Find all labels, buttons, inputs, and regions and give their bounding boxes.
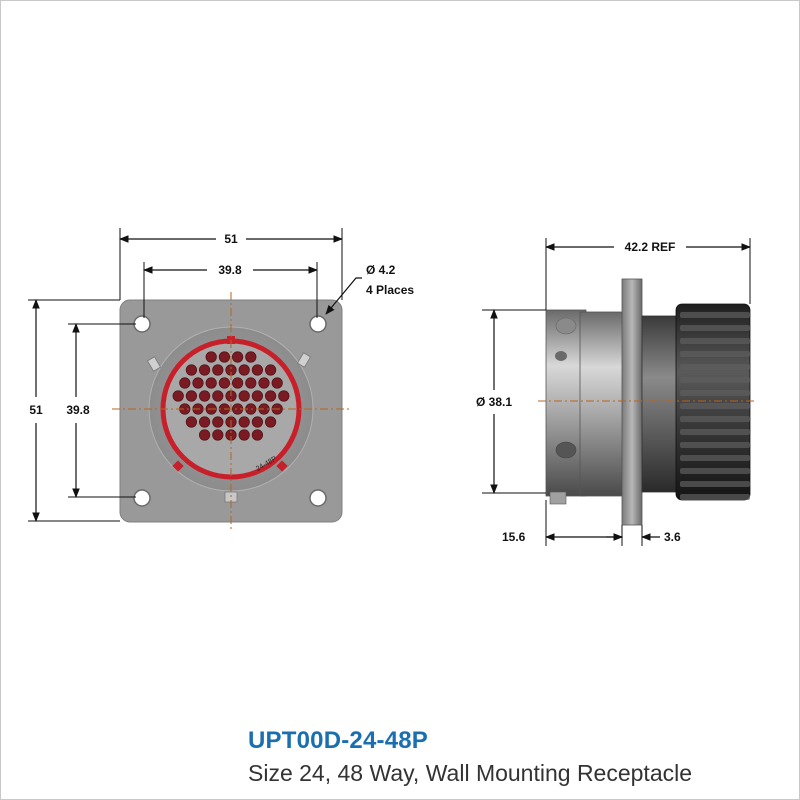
- rear-body: [641, 315, 683, 493]
- knurl-ridge: [680, 377, 750, 383]
- contact-pin: [245, 351, 257, 363]
- polarising-key-right: [296, 352, 312, 368]
- contact-pin: [238, 364, 250, 376]
- contact-pin: [265, 416, 277, 428]
- mounting-hole-top-left: [133, 315, 151, 333]
- dim-overall-length: 42.2 REF: [625, 240, 676, 254]
- barrel-detail-bottom: [555, 441, 577, 459]
- contact-pin: [199, 416, 211, 428]
- contact-pin: [185, 364, 197, 376]
- mounting-hole-bottom-right: [309, 489, 327, 507]
- contact-pin: [238, 429, 250, 441]
- side-flange: [621, 278, 643, 526]
- knurl-ridge: [680, 468, 750, 474]
- contact-pin: [199, 390, 211, 402]
- knurl-ridge: [680, 429, 750, 435]
- ring-key-left: [172, 460, 184, 472]
- contact-pin: [212, 416, 224, 428]
- coupling-nut-knurling: [680, 312, 750, 500]
- contact-pin: [251, 364, 263, 376]
- knurl-ridge: [680, 351, 750, 357]
- mounting-hole-top-right: [309, 315, 327, 333]
- contact-pin: [245, 377, 257, 389]
- part-number: UPT00D-24-48P: [248, 727, 429, 754]
- contact-pin: [212, 364, 224, 376]
- knurl-ridge: [680, 442, 750, 448]
- barrel-detail-mid: [555, 351, 567, 361]
- contact-pin: [218, 351, 230, 363]
- contact-pin: [251, 416, 263, 428]
- contact-pin: [232, 351, 244, 363]
- contact-pin: [172, 390, 184, 402]
- barrel-body: [579, 311, 625, 497]
- contact-pin: [185, 390, 197, 402]
- dim-flange-thickness: 3.6: [664, 530, 681, 544]
- contact-pin: [205, 377, 217, 389]
- contact-pin: [265, 390, 277, 402]
- contact-pin: [179, 377, 191, 389]
- knurl-ridge: [680, 325, 750, 331]
- front-barrel: [545, 309, 587, 497]
- knurl-ridge: [680, 364, 750, 370]
- contact-pin: [265, 364, 277, 376]
- contact-pin: [271, 377, 283, 389]
- contact-pin: [251, 390, 263, 402]
- knurl-ridge: [680, 338, 750, 344]
- contact-pin: [218, 377, 230, 389]
- contact-pin: [238, 416, 250, 428]
- dim-hole-height: 39.8: [66, 403, 90, 417]
- contact-pin: [199, 429, 211, 441]
- barrel-foot-tab: [549, 491, 567, 505]
- knurl-ridge: [680, 403, 750, 409]
- polarising-key-left: [146, 356, 162, 372]
- contact-pin: [185, 416, 197, 428]
- barrel-detail-top: [555, 317, 577, 335]
- dim-diameter: Ø 38.1: [476, 395, 512, 409]
- contact-pin: [278, 390, 290, 402]
- dim-rear-length: 15.6: [502, 530, 526, 544]
- knurl-ridge: [680, 455, 750, 461]
- contact-pin: [232, 377, 244, 389]
- mounting-hole-bottom-left: [133, 489, 151, 507]
- hole-callout-leader: [325, 277, 362, 315]
- contact-pin: [212, 429, 224, 441]
- hole-callout-places: 4 Places: [366, 283, 414, 297]
- contact-pin: [192, 377, 204, 389]
- side-view: 42.2 REF Ø 38.1 15.6 3.6: [476, 238, 756, 546]
- knurl-ridge: [680, 312, 750, 318]
- dim-overall-width: 51: [224, 232, 238, 246]
- hole-callout-diameter: Ø 4.2: [366, 263, 396, 277]
- dim-hole-width: 39.8: [218, 263, 242, 277]
- contact-pin: [199, 364, 211, 376]
- contact-pin: [258, 377, 270, 389]
- knurl-ridge: [680, 390, 750, 396]
- contact-array: [172, 351, 290, 441]
- ring-key-right: [276, 460, 288, 472]
- contact-pin: [251, 429, 263, 441]
- contact-pin: [205, 351, 217, 363]
- contact-pin: [212, 390, 224, 402]
- knurl-ridge: [680, 481, 750, 487]
- knurl-ridge: [680, 416, 750, 422]
- dim-overall-height: 51: [29, 403, 43, 417]
- knurl-ridge: [680, 494, 750, 500]
- contact-pin: [238, 390, 250, 402]
- front-view: 24-48P 51 39.8 51 39.8 Ø 4.2 4 Pla: [28, 228, 414, 530]
- product-description: Size 24, 48 Way, Wall Mounting Receptacl…: [248, 760, 693, 786]
